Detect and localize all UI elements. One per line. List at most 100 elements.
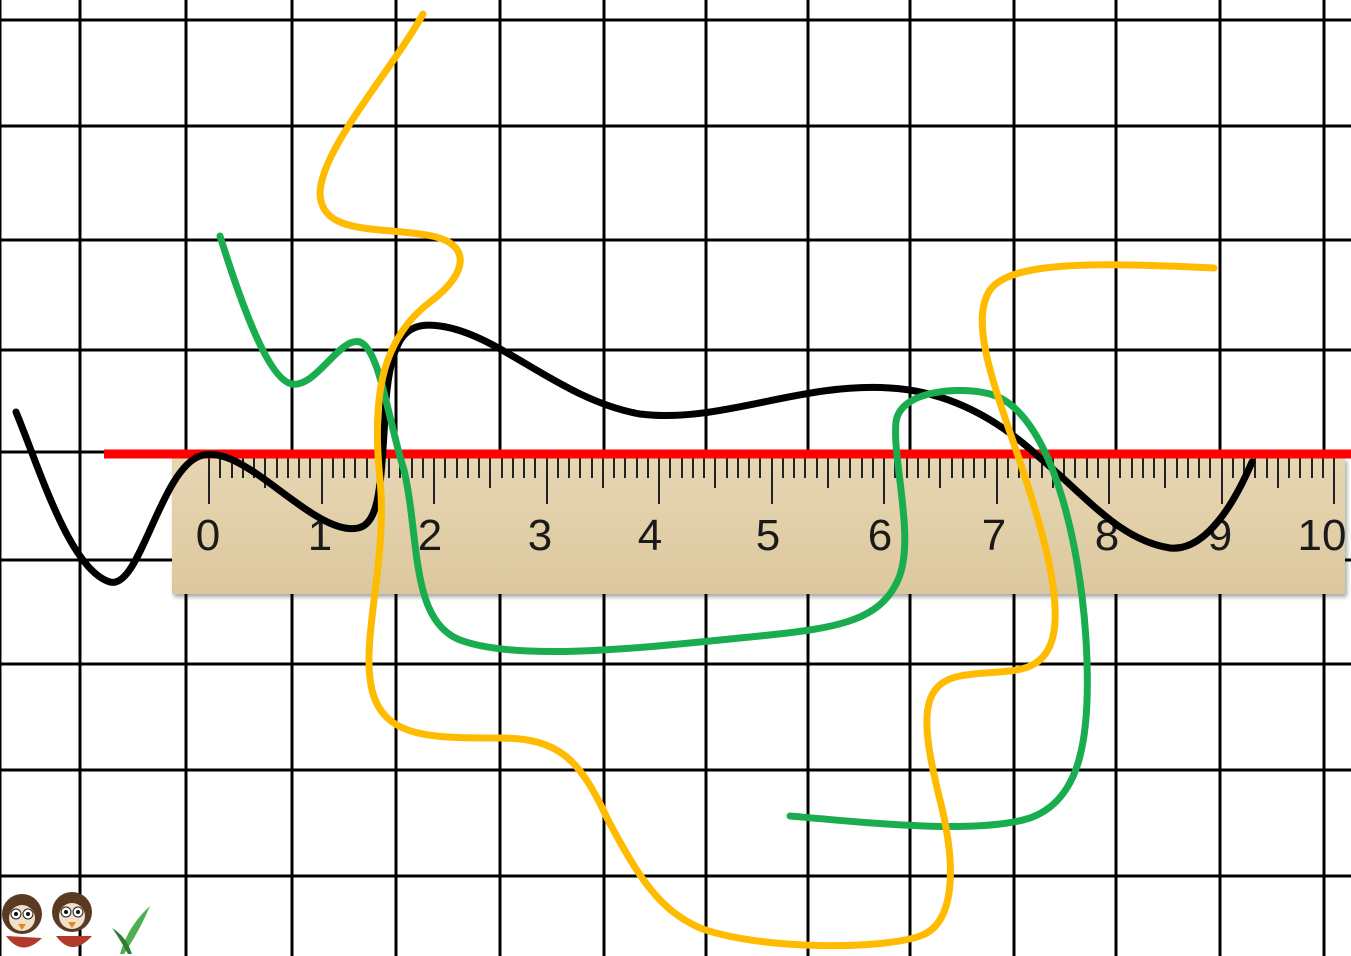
ruler-tick: [466, 458, 469, 478]
ruler-tick: [1276, 458, 1279, 488]
ruler-tick: [781, 458, 784, 478]
ruler-tick: [624, 458, 627, 478]
ruler-tick: [1333, 458, 1335, 504]
ruler-tick: [714, 458, 717, 488]
orange-curve: [316, 10, 1218, 950]
ruler-tick: [579, 458, 582, 478]
ruler-tick: [331, 458, 334, 478]
ruler-tick: [253, 458, 255, 478]
ruler-tick: [1299, 458, 1302, 478]
ruler-label-0: 0: [195, 511, 221, 560]
ruler-tick: [703, 458, 705, 478]
ruler-tick: [388, 458, 390, 478]
ruler-tick: [1141, 458, 1144, 478]
ruler-tick: [1175, 458, 1178, 478]
ruler-tick: [1198, 458, 1200, 478]
ruler-tick: [601, 458, 604, 488]
ruler-tick: [1231, 458, 1234, 478]
ruler-tick: [680, 458, 683, 478]
ruler-tick: [928, 458, 930, 478]
ruler-tick: [343, 458, 345, 478]
ruler-tick: [286, 458, 289, 478]
ruler-tick: [939, 458, 942, 488]
ruler-tick: [309, 458, 312, 478]
ruler-tick: [523, 458, 525, 478]
ruler-tick: [1153, 458, 1155, 478]
ruler-tick: [1209, 458, 1212, 478]
ruler-tick: [410, 458, 413, 478]
ruler-tick: [320, 458, 323, 504]
ruler-tick: [1074, 458, 1077, 478]
ruler-tick: [669, 458, 672, 478]
ruler-tick: [770, 458, 773, 504]
ruler-label-3: 3: [527, 511, 553, 560]
ruler-tick: [1029, 458, 1032, 478]
ruler-tick: [849, 458, 852, 478]
ruler-tick: [838, 458, 840, 478]
ruler-tick: [1321, 458, 1324, 478]
ruler-tick: [455, 458, 458, 478]
ruler-tick: [1085, 458, 1088, 478]
ruler-tick: [433, 458, 435, 504]
ruler-tick: [534, 458, 537, 478]
ruler-tick: [1288, 458, 1290, 478]
ruler-tick: [1265, 458, 1268, 478]
ruler-tick: [1243, 458, 1245, 478]
ruler-tick: [590, 458, 593, 478]
green-curve: [216, 232, 1091, 831]
ruler-tick: [1254, 458, 1257, 478]
ruler-tick: [219, 458, 222, 478]
ruler-tick: [815, 458, 818, 478]
ruler-tick: [1130, 458, 1133, 478]
ruler-tick: [635, 458, 638, 478]
ruler-tick: [1096, 458, 1099, 478]
ruler-tick: [511, 458, 514, 478]
ruler-tick: [1220, 458, 1223, 504]
ruler-label-4: 4: [637, 511, 663, 560]
ruler-tick: [646, 458, 649, 478]
ruler-tick: [691, 458, 694, 478]
ruler-tick: [995, 458, 998, 504]
ruler-label-2: 2: [417, 511, 443, 560]
ruler-label-6: 6: [867, 511, 893, 560]
ruler-tick: [354, 458, 357, 478]
ruler-tick: [658, 458, 660, 504]
ruler-tick: [556, 458, 559, 478]
ruler-tick: [759, 458, 762, 478]
ruler-tick: [871, 458, 874, 478]
ruler-tick: [444, 458, 447, 478]
ruler-tick: [1186, 458, 1189, 478]
ruler-tick: [478, 458, 480, 478]
ruler-tick: [905, 458, 908, 478]
ruler-tick: [826, 458, 829, 488]
ruler-tick: [984, 458, 987, 478]
cartoon-birds-icon: [2, 892, 150, 954]
ruler: 0 1 2 3 4 5 6 7 8 9 10: [172, 458, 1347, 594]
ruler-tick: [1119, 458, 1122, 478]
ruler-tick: [736, 458, 739, 478]
ruler-label-10: 10: [1297, 511, 1347, 560]
ruler-tick: [804, 458, 807, 478]
ruler-tick: [1310, 458, 1313, 478]
ruler-tick: [950, 458, 953, 478]
ruler-tick: [421, 458, 424, 478]
ruler-tick: [1063, 458, 1065, 478]
ruler-label-7: 7: [981, 511, 1007, 560]
ruler-tick: [568, 458, 570, 478]
ruler-tick: [1040, 458, 1043, 478]
ruler-tick: [961, 458, 964, 478]
ruler-tick: [748, 458, 750, 478]
ruler-tick: [264, 458, 267, 488]
ruler-tick: [725, 458, 728, 478]
ruler-tick: [916, 458, 919, 478]
ruler-tick: [500, 458, 503, 478]
ruler-tick: [365, 458, 368, 478]
ruler-tick: [545, 458, 548, 504]
ruler-tick: [275, 458, 278, 478]
ruler-label-5: 5: [755, 511, 781, 560]
ruler-tick: [208, 458, 210, 504]
ruler-tick: [860, 458, 863, 478]
ruler-tick: [973, 458, 975, 478]
